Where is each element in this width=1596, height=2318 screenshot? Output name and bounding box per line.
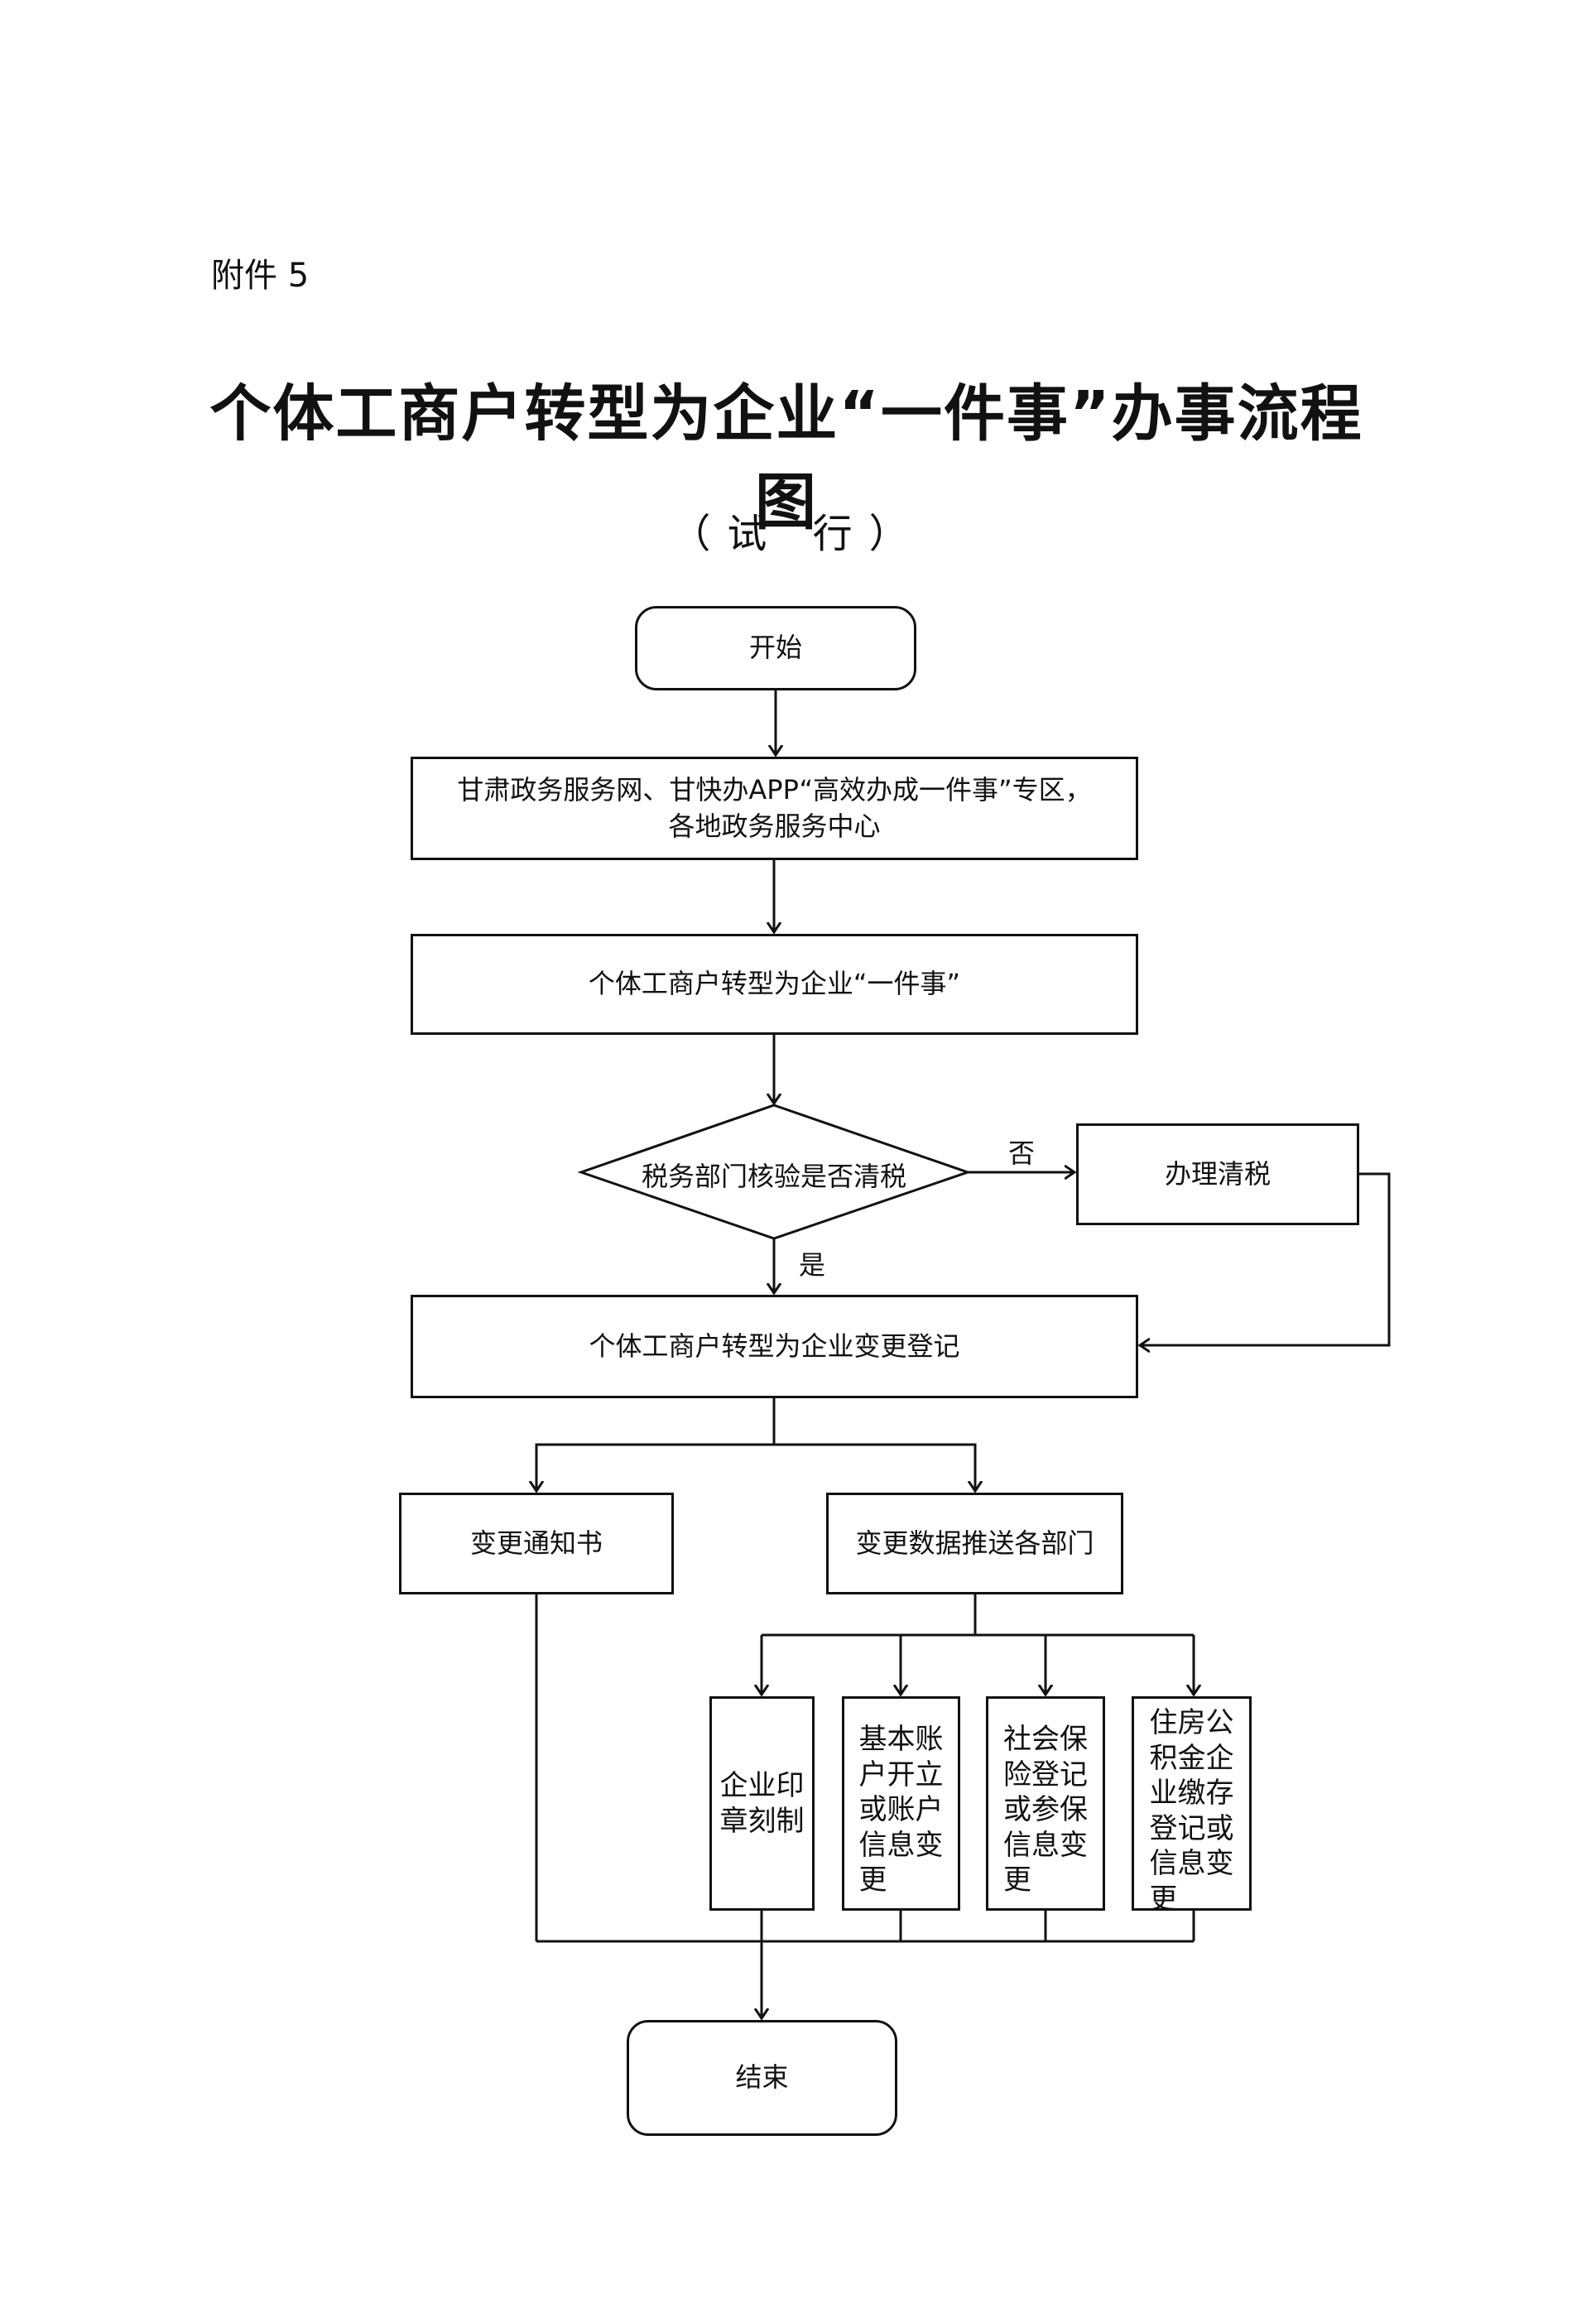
dept-char: 登	[1149, 1811, 1178, 1845]
dept-char: 户	[858, 1758, 887, 1791]
dept-char: 息	[887, 1828, 916, 1862]
notice-label: 变更通知书	[469, 1527, 603, 1559]
push-data-node: 变更数据推送各部门	[826, 1493, 1123, 1594]
dept-char: 险	[1003, 1758, 1031, 1791]
portal-label-line2: 各地政务服务中心	[668, 810, 881, 842]
start-node: 开始	[635, 606, 916, 690]
dept-char: 息	[1177, 1847, 1206, 1880]
connector-registration-split-right	[774, 1443, 975, 1491]
dept-char: 基	[858, 1723, 887, 1756]
dept-char: 记	[1177, 1811, 1206, 1845]
dept-char: 参	[1031, 1793, 1060, 1826]
dept-char: 变	[915, 1828, 944, 1862]
dept-char: 业	[748, 1769, 776, 1802]
end-label: 结束	[735, 2061, 789, 2094]
dept-char: 企	[719, 1769, 748, 1802]
dept-char: 户	[915, 1793, 944, 1826]
end-node: 结束	[627, 2020, 897, 2136]
dept-char: 本	[887, 1723, 916, 1756]
dept-char: 变	[1205, 1847, 1234, 1880]
change-registration-label: 个体工商户转型为企业变更登记	[589, 1330, 960, 1362]
dept-char: 或	[1205, 1811, 1234, 1845]
dept-char: 立	[915, 1758, 944, 1791]
dept-char: 更	[1003, 1864, 1031, 1897]
dept-char: 印	[776, 1769, 805, 1802]
dept-char: 缴	[1177, 1777, 1206, 1810]
item-node: 个体工商户转型为企业“一件事”	[411, 934, 1138, 1035]
change-registration-node: 个体工商户转型为企业变更登记	[411, 1295, 1138, 1398]
dept-char: 刻	[748, 1804, 776, 1838]
dept-char: 社	[1003, 1723, 1031, 1756]
dept-char: 会	[1031, 1723, 1060, 1756]
notice-node: 变更通知书	[399, 1493, 674, 1594]
dept-char: 积	[1149, 1741, 1178, 1775]
portal-label-line1: 甘肃政务服务网、甘快办APP“高效办成一件事”专区，	[457, 774, 1092, 806]
dept-char: 开	[887, 1758, 916, 1791]
dept-node-social-insurance: 社会保险登记或参保信息变更	[986, 1696, 1105, 1911]
page-subtitle: （试 行）	[671, 511, 925, 557]
dept-char: 房	[1177, 1706, 1206, 1739]
dept-label: 基本账户开立或账户信息变更	[859, 1722, 944, 1898]
dept-char: 业	[1149, 1777, 1178, 1810]
dept-char: 存	[1205, 1777, 1234, 1810]
dept-char: 金	[1177, 1741, 1206, 1775]
dept-char: 章	[719, 1804, 748, 1838]
dept-char: 信	[1149, 1847, 1178, 1880]
dept-char: 登	[1031, 1758, 1060, 1791]
dept-char: 住	[1149, 1706, 1178, 1739]
page-title: 个体工商户转型为企业“一件事”办事流程图	[209, 378, 1363, 538]
yes-label: 是	[799, 1249, 826, 1281]
dept-char: 公	[1205, 1706, 1234, 1739]
dept-label: 住房公积金企业缴存登记或信息变更	[1150, 1705, 1234, 1916]
dept-char: 信	[858, 1828, 887, 1862]
dept-char: 更	[858, 1864, 887, 1897]
dept-char: 制	[776, 1804, 805, 1838]
dept-char: 或	[858, 1793, 887, 1826]
dept-char: 息	[1031, 1828, 1060, 1862]
dept-char: 记	[1060, 1758, 1088, 1791]
dept-char: 账	[915, 1723, 944, 1756]
dept-node-seal: 企业印章刻制	[709, 1696, 815, 1911]
portal-node: 甘肃政务服务网、甘快办APP“高效办成一件事”专区， 各地政务服务中心	[411, 757, 1138, 860]
start-label: 开始	[748, 632, 802, 664]
dept-char: 或	[1003, 1793, 1031, 1826]
dept-char: 保	[1060, 1723, 1088, 1756]
dept-node-bank: 基本账户开立或账户信息变更	[842, 1696, 960, 1911]
dept-char: 保	[1060, 1793, 1088, 1826]
attachment-label: 附件 5	[211, 257, 310, 295]
arrow-clear-tax-back	[1140, 1172, 1391, 1345]
dept-char: 信	[1003, 1828, 1031, 1862]
dept-char: 账	[887, 1793, 916, 1826]
no-label: 否	[1008, 1137, 1036, 1169]
dept-char: 变	[1060, 1828, 1088, 1862]
connector-registration-split	[536, 1398, 776, 1491]
item-label: 个体工商户转型为企业“一件事”	[588, 968, 961, 1000]
dept-label: 企业印章刻制	[720, 1768, 805, 1839]
dept-label: 社会保险登记或参保信息变更	[1003, 1722, 1088, 1898]
decision-label: 税务部门核验是否清税	[641, 1161, 906, 1192]
clear-tax-label: 办理清税	[1164, 1157, 1271, 1190]
clear-tax-node: 办理清税	[1076, 1123, 1359, 1225]
push-data-label: 变更数据推送各部门	[855, 1527, 1094, 1559]
dept-char: 更	[1149, 1882, 1178, 1916]
dept-char: 企	[1205, 1741, 1234, 1775]
dept-node-housing-fund: 住房公积金企业缴存登记或信息变更	[1132, 1696, 1252, 1916]
